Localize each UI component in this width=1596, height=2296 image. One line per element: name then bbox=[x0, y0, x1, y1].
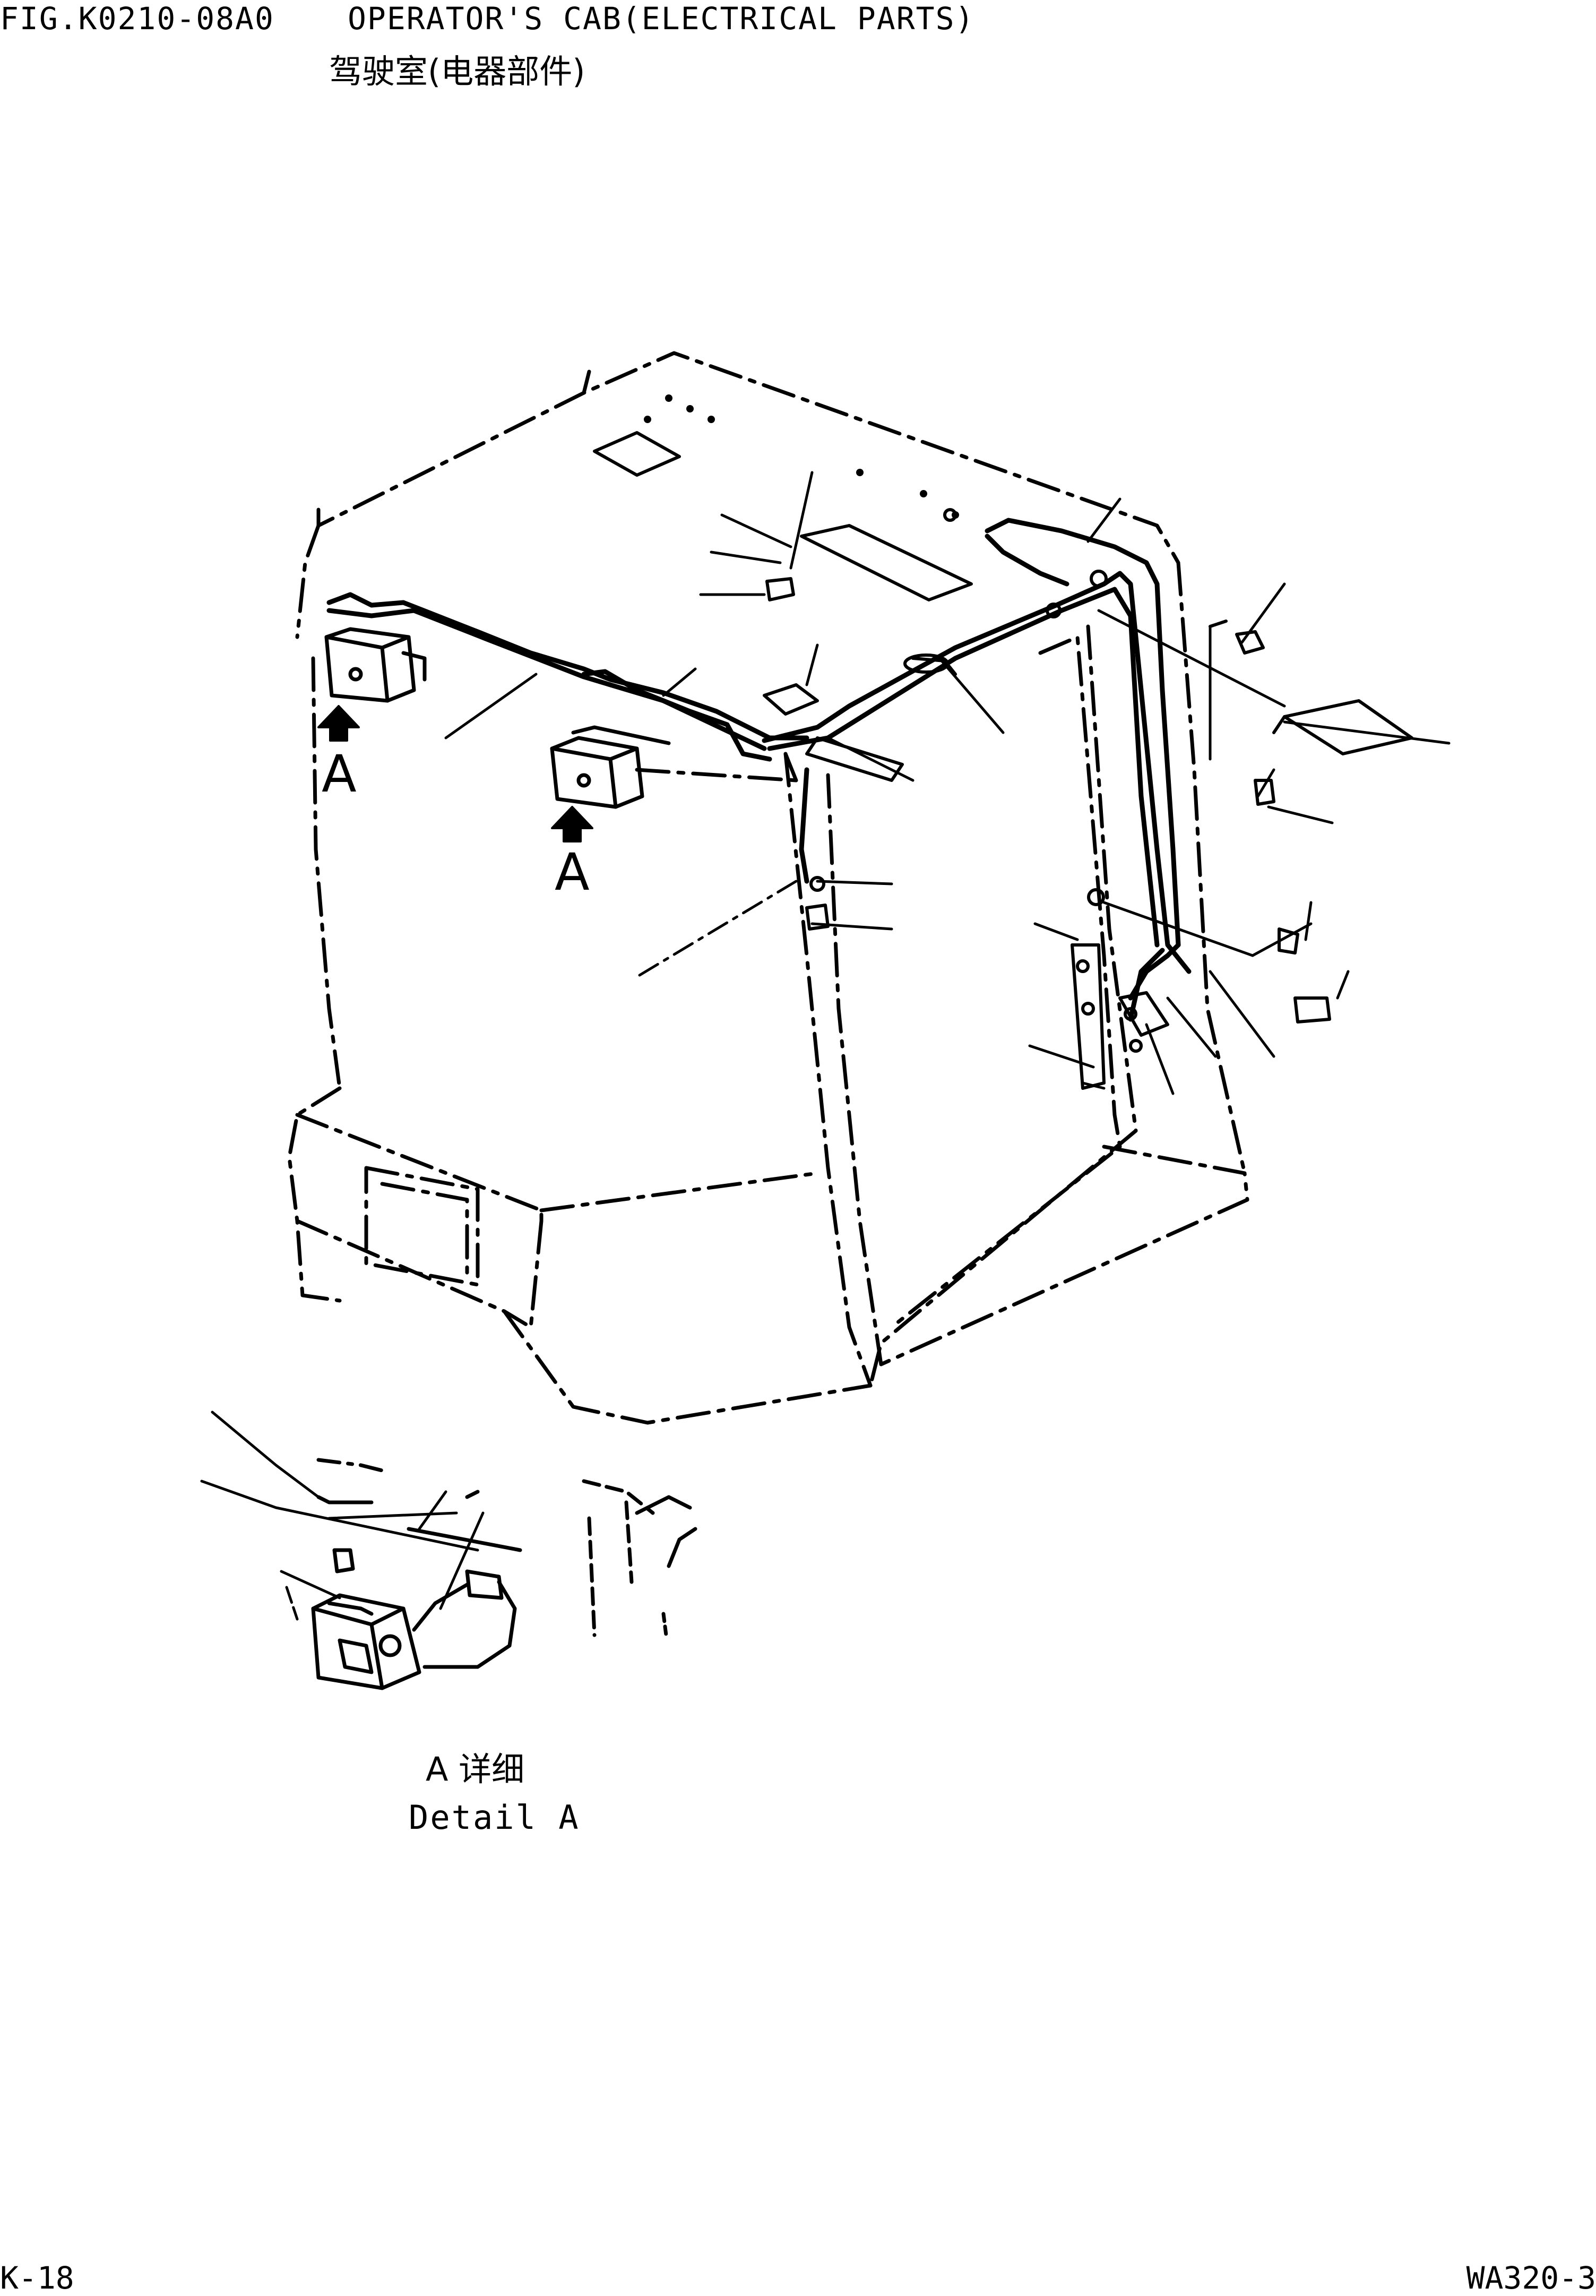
figure-code: FIG.K0210-08A0 bbox=[0, 1, 274, 37]
roof-hatch bbox=[593, 431, 973, 676]
model-number: WA320-3 bbox=[1466, 2260, 1596, 2296]
view-marker-a-left: A bbox=[322, 744, 357, 804]
fasteners bbox=[763, 508, 1413, 1090]
title-english: OPERATOR'S CAB(ELECTRICAL PARTS) bbox=[348, 1, 975, 37]
detail-a-inset bbox=[311, 1458, 697, 1690]
view-marker-a-right: A bbox=[555, 842, 590, 902]
detail-label-english: Detail A bbox=[409, 1798, 580, 1837]
work-lamp-right bbox=[550, 725, 671, 809]
title-chinese: 驾驶室(电器部件) bbox=[329, 52, 585, 91]
detail-label-chinese: A 详细 bbox=[426, 1750, 525, 1788]
view-arrow-left bbox=[317, 705, 360, 742]
cab-outline bbox=[287, 351, 1249, 1425]
wiring-harness bbox=[326, 518, 1192, 1022]
work-lamp-left bbox=[324, 627, 427, 703]
leader-lines bbox=[200, 471, 1451, 1621]
roof-dots bbox=[644, 394, 959, 519]
view-arrow-right bbox=[551, 806, 593, 842]
page-number: K-18 bbox=[0, 2260, 74, 2296]
